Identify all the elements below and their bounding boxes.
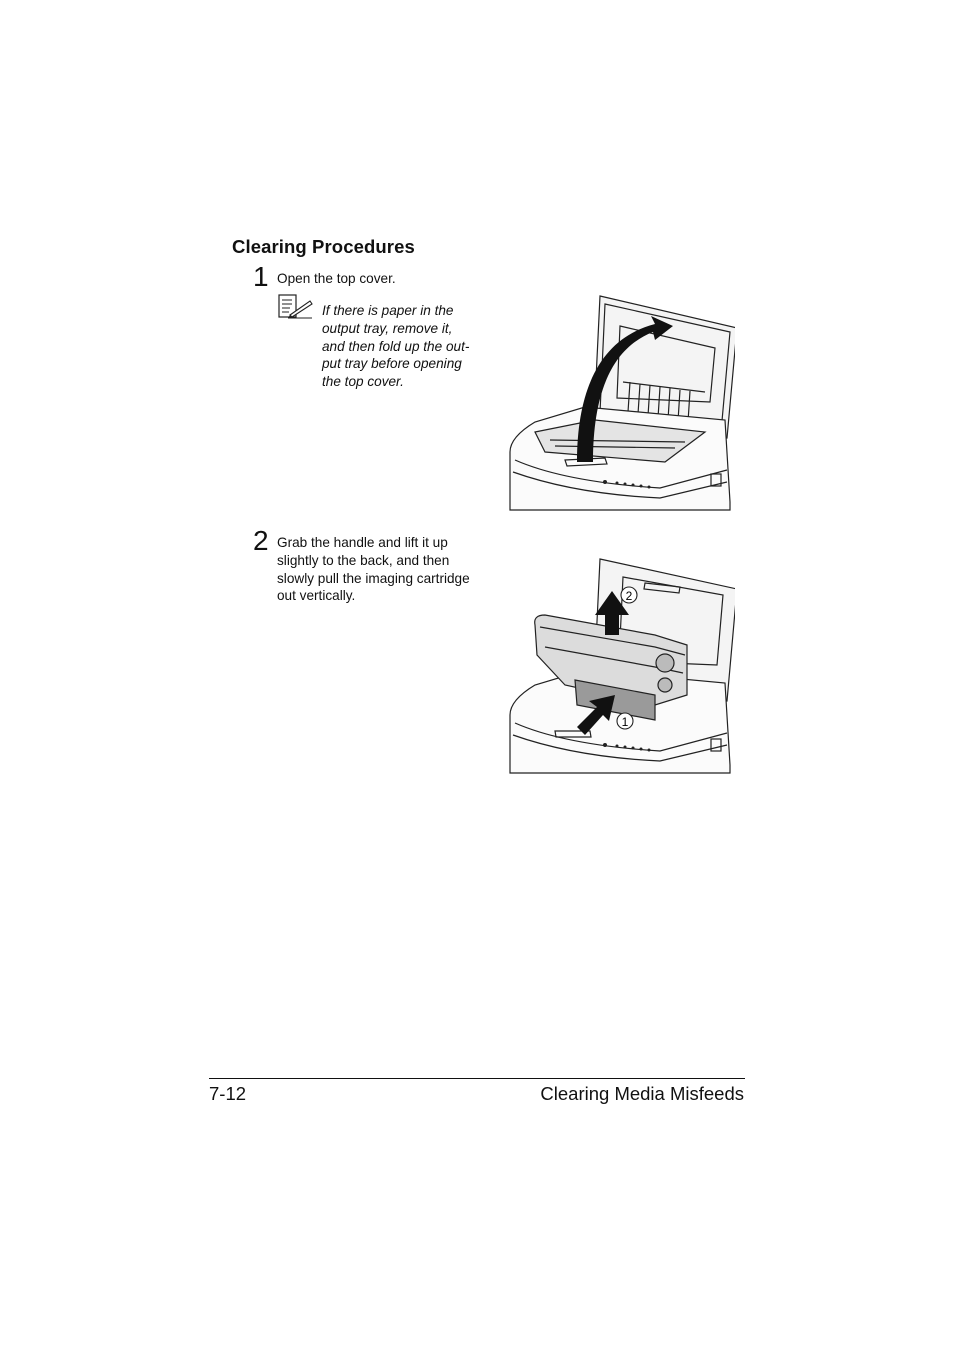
- step-2-number: 2: [253, 525, 269, 556]
- lift-cover-arrow-icon: [577, 316, 673, 462]
- printer-cover-open-illustration: [509, 295, 735, 511]
- note-line: and then fold up the out-: [322, 338, 470, 354]
- note-line: output tray, remove it,: [322, 320, 453, 336]
- note-text: If there is paper in the output tray, re…: [322, 302, 492, 391]
- callout-1-label: 1: [622, 715, 629, 729]
- note-line: the top cover.: [322, 374, 404, 390]
- lift-back-arrow-icon: [577, 695, 615, 735]
- callout-2-circle: [620, 586, 638, 604]
- callout-2-label: 2: [626, 589, 633, 603]
- section-title: Clearing Procedures: [232, 236, 415, 257]
- callout-1-circle: [616, 712, 634, 730]
- imaging-cartridge-removal-illustration: 2 1: [509, 558, 735, 774]
- footer-chapter-title: Clearing Media Misfeeds: [540, 1083, 744, 1104]
- step-1-number: 1: [253, 261, 269, 292]
- pull-up-arrow-icon: [595, 591, 629, 635]
- footer-divider: [209, 1078, 745, 1079]
- note-line: If there is paper in the: [322, 303, 454, 318]
- footer-page-number: 7-12: [209, 1083, 247, 1104]
- step-2-text: Grab the handle and lift it up slightly …: [277, 535, 470, 604]
- note-line: put tray before opening: [322, 356, 462, 372]
- step-1-text: Open the top cover.: [277, 271, 396, 286]
- note-pencil-icon: [278, 294, 313, 319]
